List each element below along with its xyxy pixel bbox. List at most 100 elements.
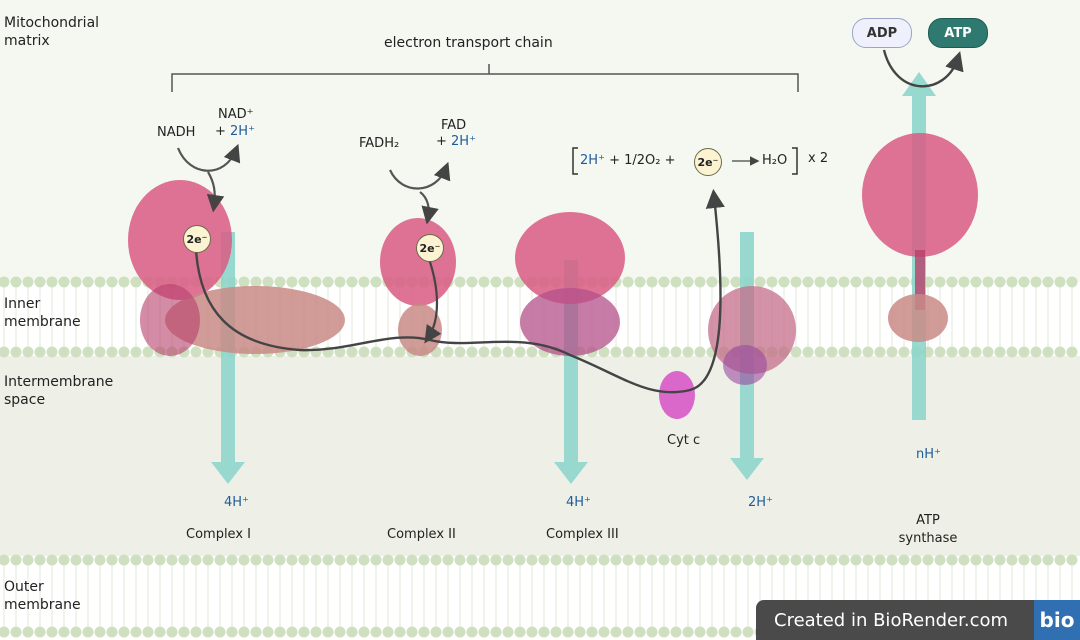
lipid-head (826, 346, 838, 358)
lipid-head (634, 346, 646, 358)
lipid-head (526, 554, 538, 566)
lipid-head (10, 276, 22, 288)
lipid-head (94, 276, 106, 288)
lipid-head (1030, 554, 1042, 566)
lipid-head (994, 276, 1006, 288)
lipid-head (1006, 554, 1018, 566)
lipid-head (946, 276, 958, 288)
cytc-label: Cyt c (667, 433, 701, 448)
lipid-head (754, 276, 766, 288)
lipid-head (802, 554, 814, 566)
complex2-name: Complex II (387, 527, 456, 542)
lipid-head (394, 626, 406, 638)
complex3-protons: 4H⁺ (566, 495, 591, 510)
lipid-head (850, 276, 862, 288)
lipid-head (130, 346, 142, 358)
lipid-head (682, 346, 694, 358)
biorender-logo-icon: bio (1034, 600, 1080, 640)
lipid-head (706, 626, 718, 638)
lipid-head (82, 554, 94, 566)
lipid-head (838, 554, 850, 566)
lipid-head (58, 346, 70, 358)
lipid-head (298, 626, 310, 638)
lipid-head (670, 554, 682, 566)
lipid-head (34, 346, 46, 358)
lipid-head (0, 276, 10, 288)
lipid-head (34, 554, 46, 566)
nadh-arrow (176, 143, 241, 172)
lipid-head (862, 554, 874, 566)
lipid-head (82, 626, 94, 638)
atp-synthase-stalk (915, 250, 925, 310)
lipid-head (1042, 554, 1054, 566)
lipid-head (334, 626, 346, 638)
nad-protons-label: + 2H⁺ (215, 123, 255, 141)
lipid-head (706, 276, 718, 288)
lipid-head (370, 554, 382, 566)
lipid-head (946, 554, 958, 566)
lipid-head (1030, 346, 1042, 358)
electron-path (194, 188, 725, 394)
lipid-head (154, 626, 166, 638)
lipid-head (394, 346, 406, 358)
lipid-head (202, 626, 214, 638)
lipid-head (418, 626, 430, 638)
lipid-head (730, 276, 742, 288)
lipid-head (478, 626, 490, 638)
lipid-head (538, 554, 550, 566)
lipid-head (118, 276, 130, 288)
lipid-head (1066, 276, 1078, 288)
lipid-head (586, 626, 598, 638)
lipid-head (358, 346, 370, 358)
water-product: H₂O (762, 153, 788, 168)
fadh-arrow (389, 161, 451, 190)
lipid-head (106, 626, 118, 638)
lipid-head (574, 554, 586, 566)
lipid-head (970, 346, 982, 358)
lipid-head (622, 626, 634, 638)
complex1-core (140, 284, 200, 356)
outer-membrane-label: Outer membrane (4, 579, 81, 613)
lipid-head (790, 346, 802, 358)
fad-protons: 2H⁺ (451, 134, 476, 149)
nad-protons: 2H⁺ (230, 124, 255, 139)
lipid-head (166, 626, 178, 638)
lipid-head (874, 554, 886, 566)
lipid-head (718, 554, 730, 566)
plus-sign: + (215, 124, 231, 139)
lipid-head (70, 554, 82, 566)
lipid-head (286, 276, 298, 288)
lipid-head (382, 346, 394, 358)
lipid-head (658, 626, 670, 638)
lipid-head (526, 626, 538, 638)
lipid-head (310, 626, 322, 638)
biorender-badge[interactable]: Created in BioRender.com bio (756, 600, 1080, 640)
lipid-head (238, 554, 250, 566)
chain-label: electron transport chain (384, 35, 553, 51)
lipid-head (790, 554, 802, 566)
lipid-head (298, 276, 310, 288)
water-multiplier: x 2 (808, 151, 829, 166)
lipid-head (1054, 554, 1066, 566)
adp-atp-arrow (882, 49, 964, 88)
lipid-head (838, 346, 850, 358)
lipid-head (238, 276, 250, 288)
lipid-head (1054, 346, 1066, 358)
inner-membrane-label: Inner membrane (4, 296, 81, 330)
lipid-head (274, 554, 286, 566)
lipid-head (634, 276, 646, 288)
lipid-head (490, 276, 502, 288)
lipid-head (178, 626, 190, 638)
lipid-head (706, 554, 718, 566)
nadh-down-arrow (206, 171, 225, 213)
lipid-head (346, 626, 358, 638)
lipid-head (370, 626, 382, 638)
complex3-proton-arrow (554, 260, 588, 484)
lipid-head (646, 626, 658, 638)
lipid-head (214, 626, 226, 638)
lipid-head (502, 346, 514, 358)
intermembrane-region (0, 356, 1080, 556)
lipid-head (1054, 276, 1066, 288)
lipid-head (754, 554, 766, 566)
lipid-head (850, 346, 862, 358)
